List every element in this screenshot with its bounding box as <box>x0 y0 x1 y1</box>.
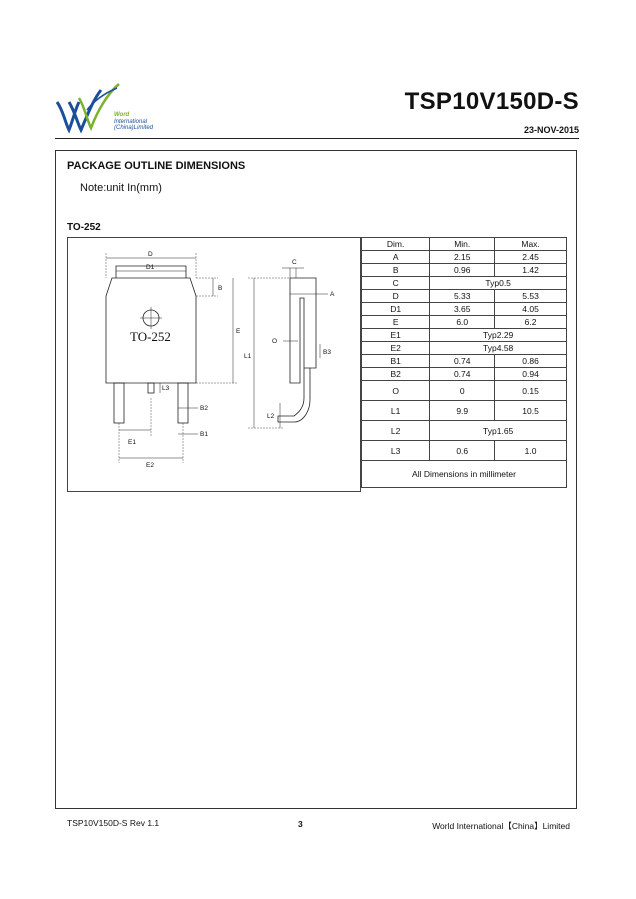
cell-dim: E1 <box>360 328 431 342</box>
table-row: B 0.96 1.42 <box>360 263 567 277</box>
outline-svg: D D1 B E L3 B2 B1 E1 E2 C A O B3 L1 L2 T… <box>105 251 335 469</box>
cell-dim: D1 <box>360 302 431 316</box>
label-a: A <box>330 291 335 298</box>
cell-min: 2.15 <box>429 250 496 264</box>
section-title: PACKAGE OUTLINE DIMENSIONS <box>67 160 246 172</box>
dimensions-table: Dim. Min. Max. A 2.15 2.45 B 0.96 1.42 C… <box>360 237 567 488</box>
label-c: C <box>292 259 297 266</box>
label-e: E <box>236 328 241 335</box>
cell-dim: B1 <box>360 354 431 368</box>
cell-typ: Typ2.29 <box>429 328 567 342</box>
label-l1: L1 <box>244 353 252 360</box>
cell-dim: B2 <box>360 367 431 381</box>
table-row: L3 0.6 1.0 <box>360 440 567 461</box>
cell-max: 0.15 <box>494 380 567 401</box>
table-row: E2 Typ4.58 <box>360 341 567 355</box>
cell-min: 5.33 <box>429 289 496 303</box>
table-row: D1 3.65 4.05 <box>360 302 567 316</box>
table-row: A 2.15 2.45 <box>360 250 567 264</box>
cell-min: 0.74 <box>429 354 496 368</box>
header-dim: Dim. <box>360 237 431 251</box>
cell-dim: C <box>360 276 431 290</box>
label-b: B <box>218 285 222 292</box>
table-row: L1 9.9 10.5 <box>360 400 567 421</box>
cell-max: 6.2 <box>494 315 567 329</box>
label-e1: E1 <box>128 439 136 446</box>
company-logo <box>55 83 120 134</box>
cell-min: 0.96 <box>429 263 496 277</box>
label-b1: B1 <box>200 431 208 438</box>
cell-dim: L3 <box>360 440 431 461</box>
cell-max: 4.05 <box>494 302 567 316</box>
cell-min: 0.74 <box>429 367 496 381</box>
label-b2: B2 <box>200 405 208 412</box>
cell-max: 1.42 <box>494 263 567 277</box>
table-row: L2 Typ1.65 <box>360 420 567 441</box>
cell-max: 10.5 <box>494 400 567 421</box>
cell-typ: Typ1.65 <box>429 420 567 441</box>
footer-company: World International【China】Limited <box>432 821 570 831</box>
label-l2: L2 <box>267 413 275 420</box>
cell-dim: D <box>360 289 431 303</box>
table-footnote-row: All Dimensions in millimeter <box>361 460 567 488</box>
label-b3: B3 <box>323 349 331 356</box>
logo-line-2: (China)Limited <box>114 125 154 131</box>
cell-dim: A <box>360 250 431 264</box>
cell-max: 0.94 <box>494 367 567 381</box>
table-footnote: All Dimensions in millimeter <box>361 460 567 488</box>
cell-max: 0.86 <box>494 354 567 368</box>
cell-dim: B <box>360 263 431 277</box>
cell-dim: E2 <box>360 341 431 355</box>
logo-line-1: International <box>114 118 148 125</box>
table-row: B2 0.74 0.94 <box>360 367 567 381</box>
part-number: TSP10V150D-S <box>404 88 579 115</box>
label-l3: L3 <box>162 385 170 392</box>
cell-max: 1.0 <box>494 440 567 461</box>
header-rule <box>55 138 579 139</box>
outline-drawing: D D1 B E L3 B2 B1 E1 E2 C A O B3 L1 L2 T… <box>67 237 361 492</box>
cell-min: 3.65 <box>429 302 496 316</box>
unit-note: Note:unit In(mm) <box>80 182 162 194</box>
footer-doc-id: TSP10V150D-S Rev 1.1 <box>67 818 160 828</box>
table-row: E 6.0 6.2 <box>360 315 567 329</box>
table-row: C Typ0.5 <box>360 276 567 290</box>
table-row: E1 Typ2.29 <box>360 328 567 342</box>
label-o: O <box>272 338 277 345</box>
doc-date: 23-NOV-2015 <box>523 125 579 135</box>
cell-min: 6.0 <box>429 315 496 329</box>
label-d1: D1 <box>146 264 155 271</box>
content-frame <box>55 150 577 809</box>
logo-brand: Word <box>114 112 130 118</box>
cell-dim: L2 <box>360 420 431 441</box>
cell-min: 9.9 <box>429 400 496 421</box>
cell-max: 5.53 <box>494 289 567 303</box>
cell-typ: Typ0.5 <box>429 276 567 290</box>
label-e2: E2 <box>146 462 154 469</box>
cell-typ: Typ4.58 <box>429 341 567 355</box>
header-max: Max. <box>494 237 567 251</box>
package-name: TO-252 <box>67 222 101 233</box>
table-row: O 0 0.15 <box>360 380 567 401</box>
cell-dim: L1 <box>360 400 431 421</box>
table-header-row: Dim. Min. Max. <box>360 237 567 251</box>
header-min: Min. <box>429 237 496 251</box>
body-label: TO-252 <box>130 329 171 344</box>
cell-max: 2.45 <box>494 250 567 264</box>
page-number: 3 <box>298 819 303 829</box>
cell-dim: O <box>360 380 431 401</box>
cell-min: 0.6 <box>429 440 496 461</box>
cell-min: 0 <box>429 380 496 401</box>
label-d: D <box>148 251 153 258</box>
table-row: B1 0.74 0.86 <box>360 354 567 368</box>
cell-dim: E <box>360 315 431 329</box>
table-row: D 5.33 5.53 <box>360 289 567 303</box>
logo-text: Word International (China)Limited <box>114 112 153 132</box>
